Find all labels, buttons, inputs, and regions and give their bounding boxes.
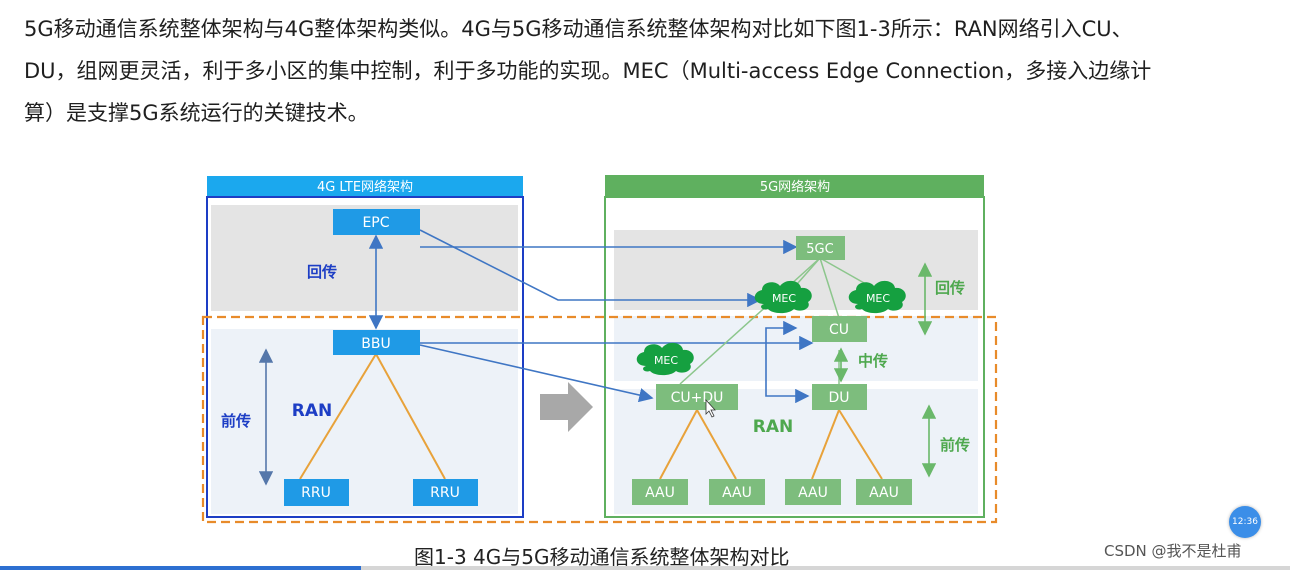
lte-header-bar — [207, 176, 523, 197]
lte-backhaul-label: 回传 — [307, 263, 337, 281]
bbu-rru1-link — [299, 353, 377, 480]
paragraph-line-1: 5G移动通信系统整体架构与4G整体架构类似。4G与5G移动通信系统整体架构对比如… — [24, 17, 1133, 41]
nr-ran-label: RAN — [753, 417, 793, 437]
5gc-label: 5GC — [806, 242, 833, 257]
epc-label: EPC — [362, 215, 389, 231]
epc-node: EPC — [333, 209, 420, 235]
5gc-cudu-link — [679, 257, 821, 385]
rru-label-2: RRU — [430, 485, 460, 501]
nr-title: 5G网络架构 — [760, 179, 830, 195]
rru-label-1: RRU — [301, 485, 331, 501]
mec-label-2: MEC — [866, 292, 890, 305]
bbu-node: BBU — [333, 330, 420, 355]
mec-cloud-3: MEC — [636, 342, 694, 376]
aau-label-3: AAU — [798, 485, 828, 501]
epc-mec-link — [419, 229, 762, 308]
cudu-label: CU+DU — [671, 390, 724, 406]
aau-label-1: AAU — [645, 485, 675, 501]
5gc-node: 5GC — [796, 236, 845, 260]
rru-node-2: RRU — [413, 479, 478, 506]
paragraph-line-3: 算）是支撑5G系统运行的关键技术。 — [24, 101, 369, 125]
du-node: DU — [812, 384, 867, 410]
rru-node-1: RRU — [284, 479, 349, 506]
nr-backhaul-label: 回传 — [935, 279, 965, 297]
aau-node-4: AAU — [856, 479, 912, 505]
bbu-cudu-link — [419, 344, 654, 403]
lte-panel-frame — [206, 196, 524, 518]
progress-bar[interactable] — [0, 566, 1290, 570]
ran-dashed-boundary — [201, 315, 998, 524]
cu-branch-link — [765, 320, 798, 343]
cudu-node: CU+DU — [656, 384, 738, 410]
cu-label: CU — [829, 322, 849, 338]
paragraph-line-2: DU，组网更灵活，利于多小区的集中控制，利于多功能的实现。MEC（Multi-a… — [24, 59, 1152, 83]
aau-label-4: AAU — [869, 485, 899, 501]
du-branch-link — [765, 343, 810, 404]
transition-arrow-icon — [540, 382, 593, 432]
cu-node: CU — [812, 316, 867, 342]
aau-node-2: AAU — [709, 479, 765, 505]
csdn-watermark: CSDN @我不是杜甫 — [1104, 542, 1242, 560]
clock-badge[interactable]: 12:36 — [1229, 506, 1261, 538]
aau-label-2: AAU — [722, 485, 752, 501]
intro-paragraph: 5G移动通信系统整体架构与4G整体架构类似。4G与5G移动通信系统整体架构对比如… — [24, 8, 1274, 134]
lte-fronthaul-label: 前传 — [221, 412, 251, 430]
5gc-cu-link — [819, 257, 840, 319]
bbu-label: BBU — [361, 336, 390, 352]
du-aau3-link — [811, 409, 840, 480]
mec-cloud-1: MEC — [754, 280, 812, 314]
lte-ran-label: RAN — [292, 401, 332, 421]
figure-caption: 图1-3 4G与5G移动通信系统整体架构对比 — [414, 545, 790, 569]
du-label: DU — [828, 390, 849, 406]
mec-label-3: MEC — [654, 354, 678, 367]
nr-fronthaul-label: 前传 — [940, 436, 970, 454]
mec-label-1: MEC — [772, 292, 796, 305]
lte-title: 4G LTE网络架构 — [317, 179, 413, 195]
bbu-rru2-link — [375, 353, 446, 480]
nr-panel-frame — [604, 196, 985, 518]
du-aau4-link — [838, 409, 883, 480]
aau-node-1: AAU — [632, 479, 688, 505]
nr-header-bar — [605, 175, 984, 197]
cudu-aau1-link — [659, 409, 698, 480]
aau-node-3: AAU — [785, 479, 841, 505]
nr-midhaul-label: 中传 — [858, 352, 888, 370]
mec-cloud-2: MEC — [848, 280, 906, 314]
mouse-cursor-icon — [705, 398, 716, 418]
cudu-aau2-link — [696, 409, 737, 480]
